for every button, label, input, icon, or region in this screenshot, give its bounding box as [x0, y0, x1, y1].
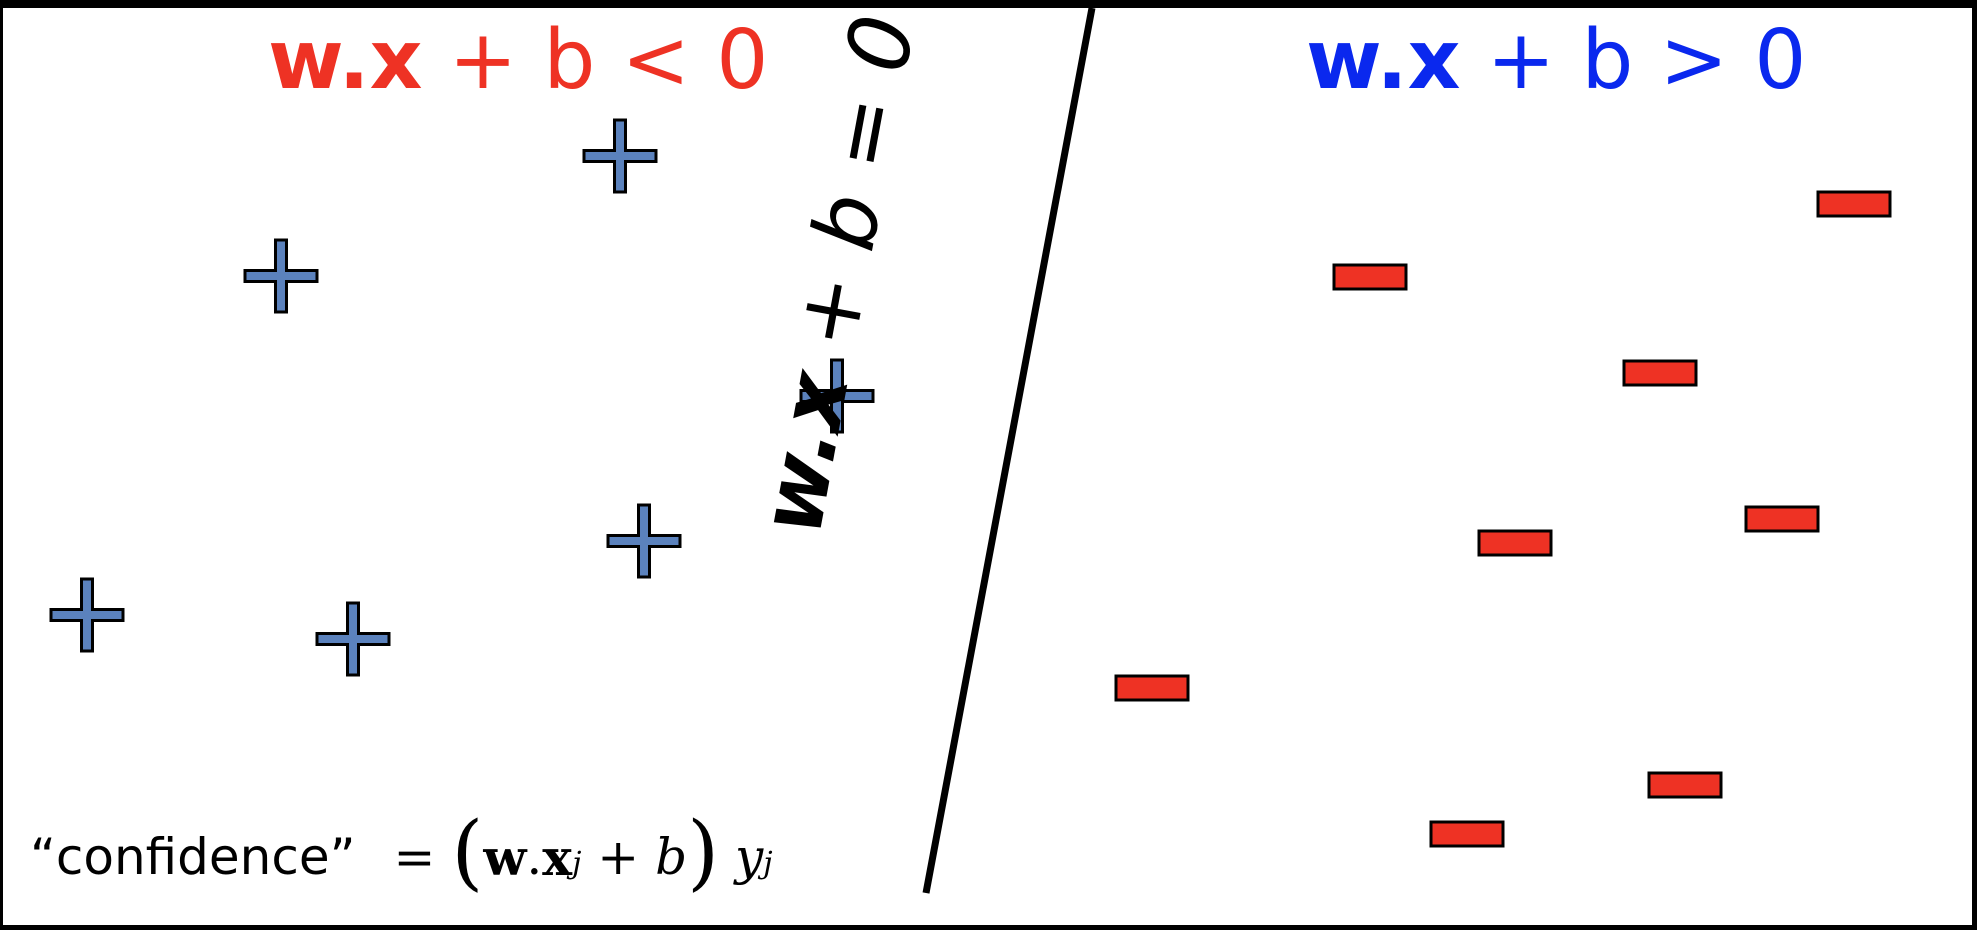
subscript-j-label: j	[763, 845, 773, 881]
close-paren: )	[687, 805, 720, 900]
minus-marker	[1477, 529, 1553, 557]
label-symbol: y	[735, 828, 764, 886]
minus-marker	[1622, 359, 1698, 387]
plus-marker	[799, 358, 875, 434]
plus-marker	[606, 503, 682, 579]
minus-marker	[1429, 820, 1505, 848]
plus-symbol: +	[581, 828, 656, 886]
equals-sign: =	[393, 828, 436, 886]
minus-marker	[1647, 771, 1723, 799]
positive-region-label: w.x + b > 0	[1306, 13, 1807, 108]
dot-symbol: .	[526, 828, 543, 886]
minus-marker	[1114, 674, 1190, 702]
decision-boundary-line	[922, 8, 1096, 894]
input-symbol: x	[542, 827, 573, 887]
plus-marker	[49, 577, 125, 653]
plus-marker	[582, 118, 658, 194]
open-paren: (	[451, 805, 484, 900]
plus-marker	[315, 601, 391, 677]
minus-marker	[1816, 190, 1892, 218]
weight-symbol: w	[483, 827, 527, 887]
positive-class-points	[49, 118, 875, 677]
negative-region-label: w.x + b < 0	[268, 13, 769, 108]
plus-marker	[243, 238, 319, 314]
minus-marker	[1744, 505, 1820, 533]
subscript-j: j	[572, 845, 582, 881]
negative-class-points	[1114, 190, 1892, 848]
minus-marker	[1332, 263, 1408, 291]
diagram-canvas	[49, 8, 1892, 894]
bias-symbol: b	[655, 828, 688, 886]
confidence-label: “confidence”	[30, 828, 356, 886]
